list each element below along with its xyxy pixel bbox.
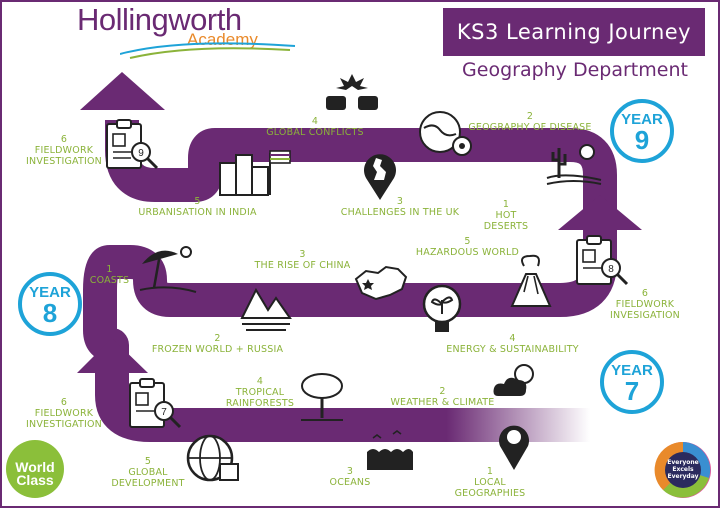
location-pin-icon: [499, 425, 529, 470]
rainforest-tree-icon: [301, 373, 343, 421]
world-class-badge: World Class: [6, 440, 64, 498]
year8-label: YEAR: [29, 284, 71, 301]
arrow-head-year9: [80, 72, 165, 110]
year9-badge: YEAR 9: [610, 99, 674, 163]
year9-number: 9: [634, 125, 650, 155]
svg-text:8: 8: [608, 264, 614, 275]
world-class-line2: Class: [16, 472, 54, 488]
logo-swoosh-icon: [120, 42, 296, 59]
desert-cactus-sun-icon: [546, 144, 602, 185]
year8-number: 8: [42, 298, 58, 328]
page-title: KS3 Learning Journey: [456, 20, 692, 44]
globe-chart-icon: [186, 434, 239, 482]
svg-text:7: 7: [161, 407, 167, 418]
sun-cloud-icon: [493, 364, 534, 396]
clipboard-icon: 8: [576, 235, 629, 286]
academy-logo-name: Hollingworth: [77, 2, 242, 37]
year9-label: YEAR: [621, 111, 663, 128]
globe-virus-icon: [419, 111, 472, 156]
world-class-line1: World: [15, 459, 55, 475]
fists-conflict-icon: [326, 74, 378, 110]
header-banner: KS3 Learning Journey: [443, 8, 705, 56]
values-ring-badge: [654, 441, 711, 498]
year7-number: 7: [624, 376, 640, 406]
svg-text:9: 9: [138, 148, 144, 159]
lightbulb-plant-icon: [422, 284, 462, 332]
year7-label: YEAR: [611, 362, 653, 379]
ocean-waves-icon: [367, 430, 413, 470]
clipboard-icon: 7: [129, 378, 182, 429]
beach-umbrella-icon: [139, 246, 197, 293]
volcano-icon: [510, 254, 552, 307]
uk-map-pin-icon: [364, 154, 396, 200]
china-map-icon: [354, 265, 408, 301]
arrow-head-year8-end: [558, 195, 642, 230]
clipboard-icon: 9: [106, 119, 159, 170]
year8-badge: YEAR 8: [18, 272, 82, 336]
mountains-ice-icon: [240, 287, 292, 331]
city-buildings-icon: [219, 150, 291, 196]
year7-badge: YEAR 7: [600, 350, 664, 414]
values-badge-text: Everyone Excels Everyday: [667, 459, 699, 480]
arrow-head-year7-end: [77, 338, 148, 373]
road-year8: [83, 215, 617, 370]
department-title: Geography Department: [462, 59, 688, 81]
